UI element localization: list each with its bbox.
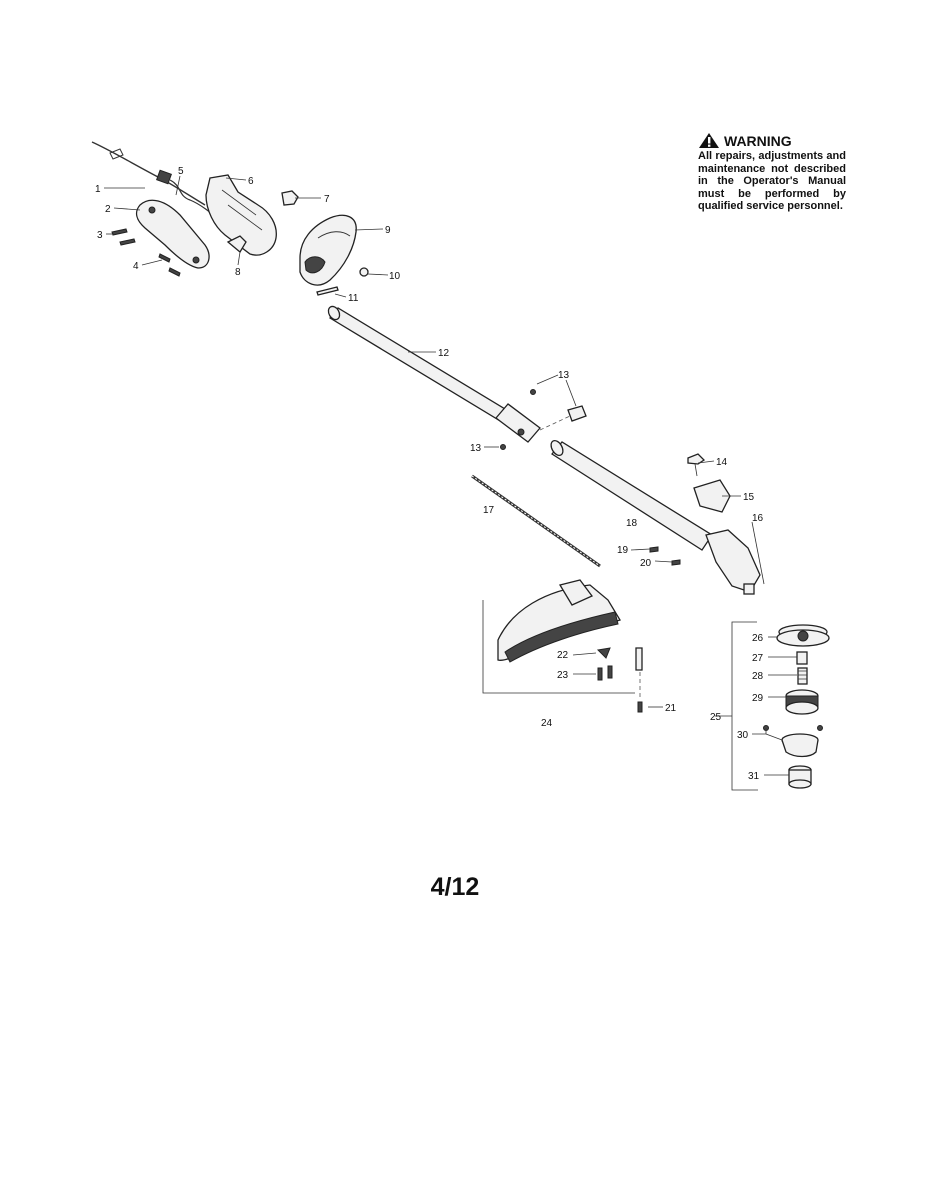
bracket-24-line <box>482 600 635 694</box>
callout-26: 26 <box>752 633 764 644</box>
page-number: 4/12 <box>430 873 480 901</box>
callout-30: 30 <box>737 730 749 741</box>
callout-13-upper: 13 <box>558 370 570 381</box>
callout-21: 21 <box>665 703 677 714</box>
screw-20 <box>671 559 681 566</box>
callout-19: 19 <box>617 545 629 556</box>
callout-6: 6 <box>248 176 254 187</box>
nut-10 <box>359 267 369 277</box>
callout-4: 4 <box>133 261 139 272</box>
callout-1: 1 <box>95 184 101 195</box>
flex-shaft-17 <box>471 474 601 568</box>
callout-16: 16 <box>752 513 764 524</box>
callout-15: 15 <box>743 492 755 503</box>
callout-14: 14 <box>716 457 728 468</box>
callout-10: 10 <box>389 271 401 282</box>
coupler-knob-13 <box>500 389 587 450</box>
screws-4 <box>158 253 181 277</box>
bolt-27 <box>796 651 808 665</box>
handle-half-right <box>205 174 277 256</box>
callout-22: 22 <box>557 650 569 661</box>
callout-27: 27 <box>752 653 764 664</box>
bolt-21 <box>635 647 643 713</box>
grass-shield-24 <box>497 579 621 663</box>
callout-5: 5 <box>178 166 184 177</box>
upper-shaft-12 <box>327 305 541 443</box>
throttle-cable <box>91 141 206 206</box>
bolt-11 <box>316 286 339 296</box>
shield-bracket-15 <box>693 479 731 513</box>
screw-19 <box>649 546 659 553</box>
callout-17: 17 <box>483 505 495 516</box>
callout-3: 3 <box>97 230 103 241</box>
callout-9: 9 <box>385 225 391 236</box>
warning-triangle-icon <box>699 133 719 148</box>
warning-text: All repairs, adjustments and maintenance… <box>698 150 846 213</box>
throttle-trigger-8 <box>226 235 247 253</box>
callout-28: 28 <box>752 671 764 682</box>
callout-11: 11 <box>348 293 359 304</box>
lower-shaft-18 <box>550 439 713 551</box>
blade-22 <box>596 647 611 659</box>
gearhead-16 <box>705 529 761 595</box>
handle-half-left <box>135 199 210 269</box>
warning-header: WARNING <box>698 132 846 149</box>
callout-13-lower: 13 <box>470 443 482 454</box>
throttle-lockout-7 <box>281 190 299 206</box>
cover-26 <box>776 624 830 647</box>
callout-29: 29 <box>752 693 764 704</box>
callout-25: 25 <box>710 712 722 723</box>
adapter-31 <box>788 765 812 789</box>
callout-7: 7 <box>324 194 330 205</box>
warning-notice: WARNING All repairs, adjustments and mai… <box>698 132 846 213</box>
spring-28 <box>797 667 808 685</box>
outer-spool-30 <box>763 725 823 758</box>
callout-labels: 1 2 3 4 5 6 7 8 9 10 11 12 13 13 14 15 1… <box>95 166 764 782</box>
rear-handle-9 <box>299 214 357 286</box>
head-bracket-25 <box>731 621 758 791</box>
callout-24: 24 <box>541 718 553 729</box>
warning-title: WARNING <box>724 132 792 149</box>
leader-lines <box>104 175 797 776</box>
callout-23: 23 <box>557 670 569 681</box>
callout-20: 20 <box>640 558 652 569</box>
screws-3 <box>111 228 136 246</box>
callout-31: 31 <box>748 771 760 782</box>
callout-2: 2 <box>105 204 111 215</box>
screws-23 <box>597 665 613 681</box>
spool-29 <box>785 689 819 715</box>
thumb-screw-14 <box>687 453 706 477</box>
callout-18: 18 <box>626 518 638 529</box>
callout-8: 8 <box>235 267 241 278</box>
callout-12: 12 <box>438 348 450 359</box>
